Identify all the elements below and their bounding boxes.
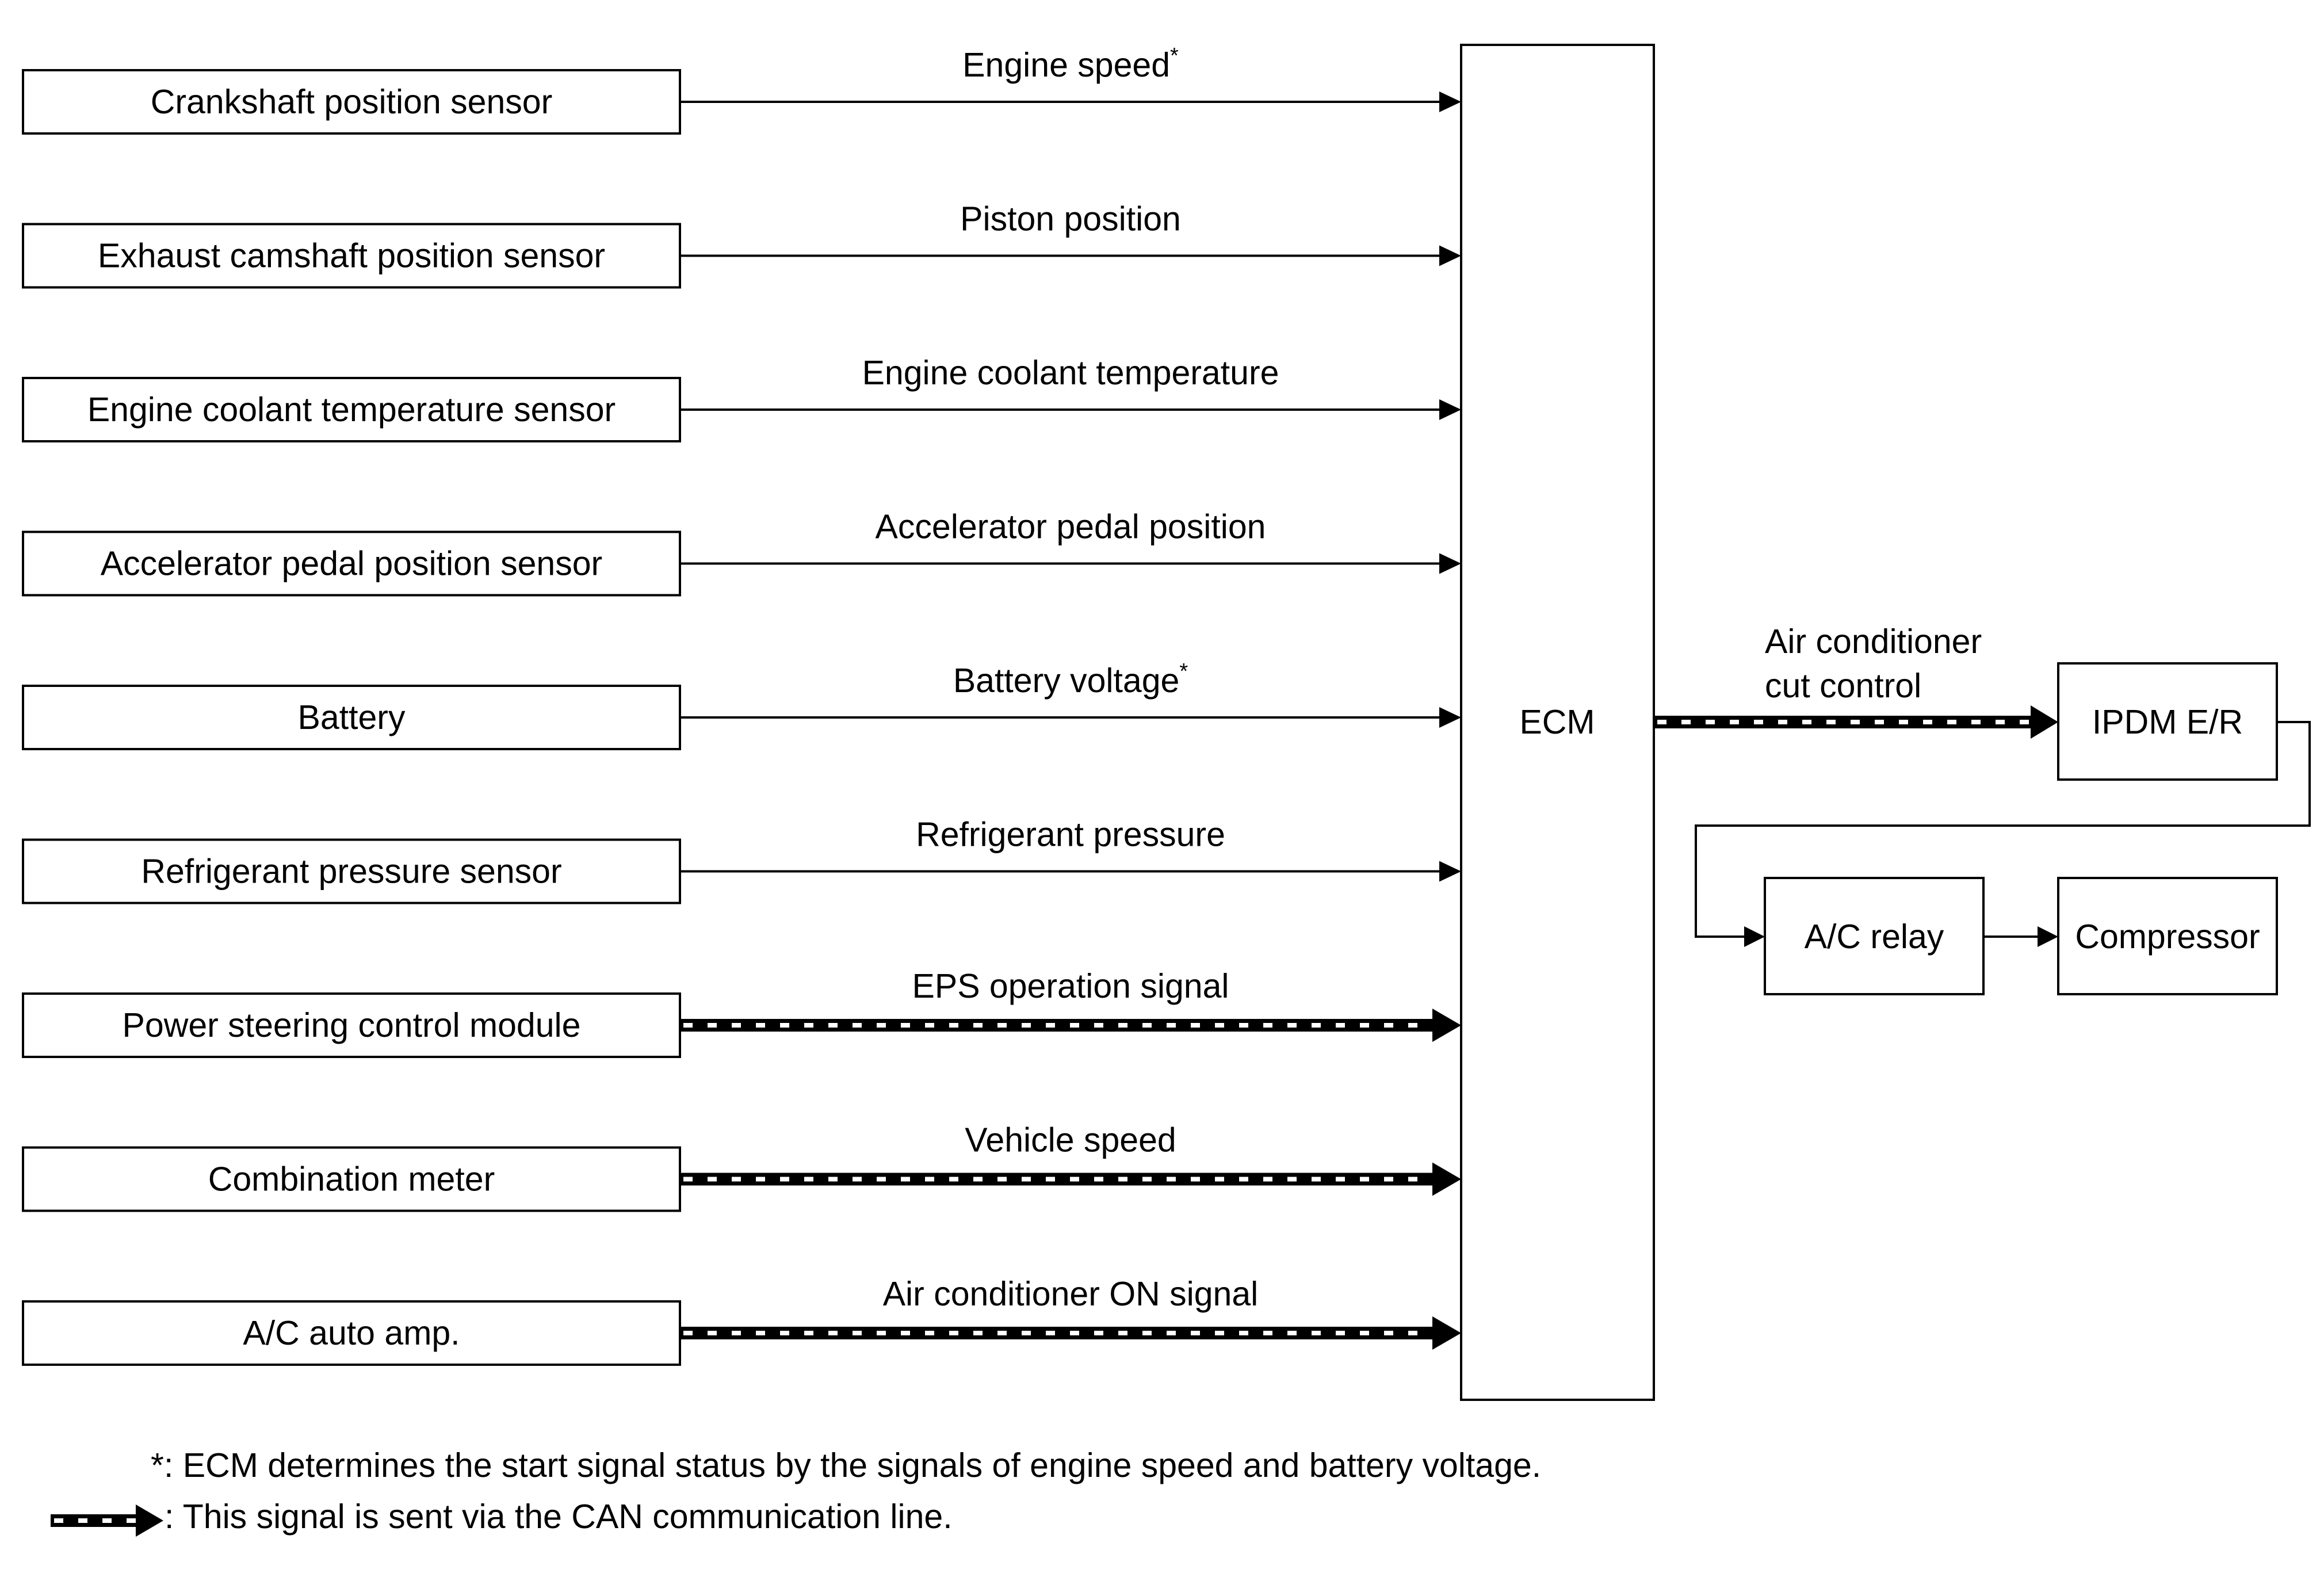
signal-label-text: EPS operation signal	[912, 967, 1229, 1005]
input-source-box	[22, 223, 681, 289]
wire-ipdm-to-relay	[1695, 721, 2311, 938]
input-row: Exhaust camshaft position sensor Piston p…	[22, 200, 1461, 289]
signal-label-text: Vehicle speed	[965, 1121, 1176, 1159]
input-row: Engine coolant temperature sensor Engine …	[22, 354, 1461, 442]
signal-footnote-mark: *	[1170, 44, 1179, 68]
input-source-label: Battery	[298, 698, 406, 736]
signal-label: EPS operation signal	[912, 967, 1229, 1005]
signal-label-text: Refrigerant pressure	[916, 816, 1225, 854]
asterisk-note: *: ECM determines the start signal statu…	[151, 1446, 1541, 1484]
compressor-box	[2057, 877, 2278, 995]
signal-label: Air conditioner ON signal	[883, 1275, 1259, 1313]
compressor-label: Compressor	[2075, 918, 2260, 956]
input-source-label: Combination meter	[208, 1160, 495, 1198]
can-arrowhead	[1432, 1009, 1461, 1042]
signal-label-text: Engine coolant temperature	[862, 354, 1279, 392]
input-source-label: Accelerator pedal position sensor	[101, 545, 602, 583]
input-row: Combination meter Vehicle speed	[22, 1121, 1461, 1212]
input-row: Refrigerant pressure sensor Refrigerant p…	[22, 816, 1461, 904]
signal-label-text: Air conditioner ON signal	[883, 1275, 1259, 1313]
signal-arrowhead	[1439, 861, 1461, 882]
ecm-label: ECM	[1519, 703, 1595, 741]
signal-label: Piston position	[960, 200, 1181, 238]
input-source-label: Exhaust camshaft position sensor	[98, 237, 605, 275]
ecm-box	[1460, 44, 1655, 1401]
input-row: Accelerator pedal position sensor Acceler…	[22, 508, 1461, 597]
signal-arrowhead	[1439, 707, 1461, 728]
ipdm-label: IPDM E/R	[2092, 703, 2243, 741]
input-source-label: Engine coolant temperature sensor	[87, 391, 616, 429]
signal-label: Engine speed*	[962, 44, 1179, 84]
signal-label-text: Piston position	[960, 200, 1181, 238]
signal-arrowhead	[1439, 553, 1461, 574]
input-source-box	[22, 992, 681, 1058]
signal-label: Engine coolant temperature	[862, 354, 1279, 392]
ac-cut-signal-label-line1: Air conditioner	[1765, 623, 1982, 660]
arrowhead-relay	[1744, 926, 1765, 947]
input-source-box	[22, 1146, 681, 1212]
ac-relay-box	[1764, 877, 1985, 995]
signal-arrowhead	[1439, 399, 1461, 420]
ac-relay-label: A/C relay	[1805, 918, 1944, 956]
can-arrowhead	[1432, 1316, 1461, 1350]
input-source-label: A/C auto amp.	[243, 1314, 460, 1352]
signal-label: Refrigerant pressure	[916, 816, 1225, 854]
can-note: : This signal is sent via the CAN commun…	[165, 1498, 953, 1536]
ecm-block: ECM	[1460, 44, 1655, 1401]
input-row: Battery Battery voltage*	[22, 659, 1461, 750]
can-arrowhead-ac-cut	[2031, 705, 2058, 739]
input-row: Crankshaft position sensor Engine speed*	[22, 44, 1461, 135]
input-row: A/C auto amp. Air conditioner ON signal	[22, 1275, 1461, 1366]
legend: *: ECM determines the start signal statu…	[51, 1446, 1541, 1537]
ac-cut-signal-label-line2: cut control	[1765, 667, 1921, 705]
legend-can-arrowhead	[136, 1505, 163, 1537]
input-source-label: Crankshaft position sensor	[151, 83, 553, 121]
output-chain: Air conditioner cut control IPDM E/R A/C…	[1654, 623, 2311, 995]
input-source-box	[22, 377, 681, 442]
signal-label: Battery voltage*	[953, 659, 1188, 700]
input-source-label: Power steering control module	[123, 1006, 581, 1044]
signal-footnote-mark: *	[1179, 659, 1188, 684]
can-arrowhead	[1432, 1162, 1461, 1196]
input-source-box	[22, 69, 681, 135]
signal-label: Vehicle speed	[965, 1121, 1176, 1159]
signal-label-text: Engine speed	[962, 46, 1170, 84]
signal-arrowhead	[1439, 245, 1461, 266]
signal-label: Accelerator pedal position	[876, 508, 1266, 546]
signal-label-text: Battery voltage	[953, 662, 1180, 700]
input-source-box	[22, 530, 681, 597]
ipdm-box	[2057, 662, 2278, 781]
arrowhead-compressor	[2038, 926, 2058, 947]
input-source-label: Refrigerant pressure sensor	[141, 853, 561, 891]
input-row: Power steering control module EPS operati…	[22, 967, 1461, 1058]
signal-arrowhead	[1439, 91, 1461, 112]
signal-label-text: Accelerator pedal position	[876, 508, 1266, 546]
